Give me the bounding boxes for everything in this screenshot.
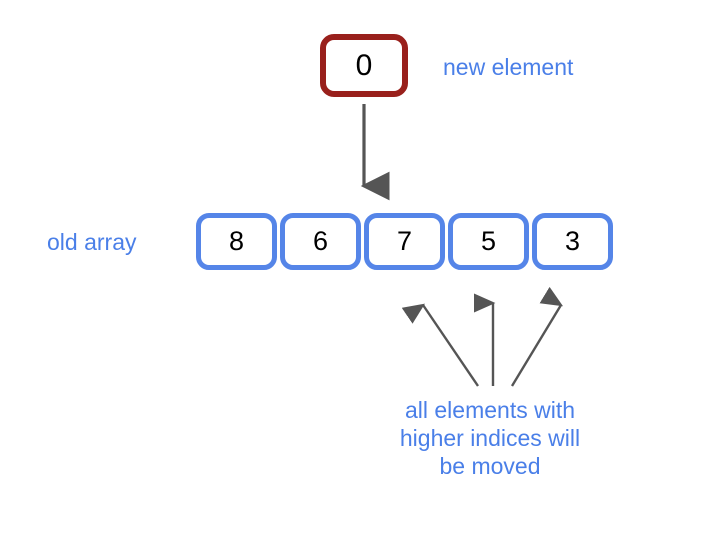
- array-cell-value: 3: [564, 226, 581, 256]
- shift-note: all elements with higher indices will be…: [370, 396, 610, 480]
- shift-note-line-2: higher indices will: [399, 425, 581, 451]
- shift-arrow-index-2: [401, 303, 479, 387]
- shift-note-line-1: all elements with: [404, 397, 576, 423]
- new-element-box[interactable]: 0: [320, 34, 408, 97]
- array-cell-value: 7: [396, 226, 413, 256]
- old-array-label: old array: [47, 229, 137, 255]
- shift-note-line-3: be moved: [439, 453, 541, 479]
- array-cell-1[interactable]: 6: [280, 213, 361, 270]
- array-cell-value: 5: [480, 226, 497, 256]
- array-cell-3[interactable]: 5: [448, 213, 529, 270]
- new-element-label: new element: [443, 54, 574, 80]
- new-element-value: 0: [355, 48, 373, 82]
- array-cell-value: 8: [228, 226, 245, 256]
- array-cell-0[interactable]: 8: [196, 213, 277, 270]
- array-cell-value: 6: [312, 226, 329, 256]
- old-array-row: 8 6 7 5 3: [196, 213, 613, 270]
- array-cell-2[interactable]: 7: [364, 213, 445, 270]
- shift-arrow-index-4: [510, 286, 564, 387]
- array-cell-4[interactable]: 3: [532, 213, 613, 270]
